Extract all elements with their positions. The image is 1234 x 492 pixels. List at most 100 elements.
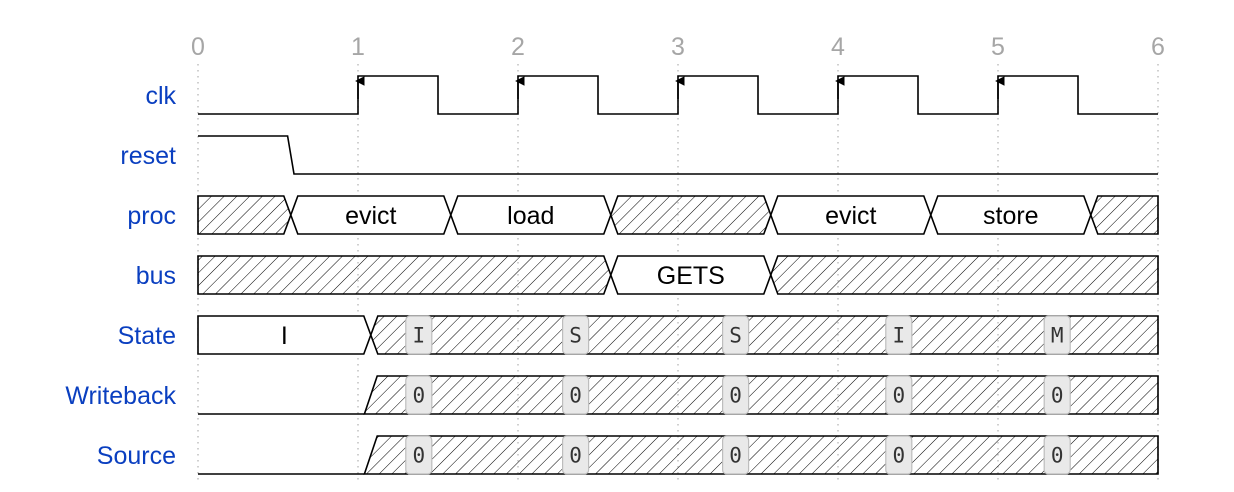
bus-segment-shape <box>449 195 612 235</box>
value-marker-text: 0 <box>1051 384 1064 408</box>
bus-segment-hatched <box>769 255 1159 295</box>
bus-segment-shape <box>289 195 452 235</box>
tick-label: 2 <box>511 33 525 61</box>
value-marker-text: 0 <box>729 384 742 408</box>
bus-segment-value: load <box>507 202 554 230</box>
bus-segment: store <box>929 195 1092 235</box>
value-marker-text: 0 <box>569 444 582 468</box>
value-marker-text: 0 <box>412 444 425 468</box>
bus-segment-hatched <box>197 195 292 235</box>
value-marker-box <box>1043 315 1071 355</box>
signal-clk <box>198 75 1158 115</box>
signal-label: proc <box>127 202 176 230</box>
value-marker: 0 <box>561 435 590 475</box>
value-marker-box <box>561 315 590 355</box>
bus-segment: evict <box>769 195 932 235</box>
value-marker-text: M <box>1051 324 1064 348</box>
value-marker: S <box>561 315 590 355</box>
value-marker-box <box>405 315 433 355</box>
signal-writeback: 0 0 0 0 0 <box>198 375 1159 415</box>
value-marker: I <box>405 315 433 355</box>
value-marker: 0 <box>1043 435 1071 475</box>
tick-label: 4 <box>831 33 845 61</box>
bus-segment-hatched <box>197 255 612 295</box>
bus-segment-value: I <box>281 322 288 350</box>
value-marker: I <box>885 315 913 355</box>
tick-label: 6 <box>1151 33 1165 61</box>
signal-source: 0 0 0 0 0 <box>198 435 1159 475</box>
signal-label: Source <box>97 442 176 470</box>
bus-segment-hatched <box>1089 195 1159 235</box>
bus-segment-shape <box>369 315 1159 355</box>
value-marker-box <box>885 315 913 355</box>
value-marker-text: S <box>569 324 582 348</box>
value-marker-text: 0 <box>729 444 742 468</box>
signal-proc: evict load evict store <box>197 195 1159 235</box>
value-marker-box <box>885 375 913 415</box>
value-marker: 0 <box>561 375 590 415</box>
bus-segment: load <box>449 195 612 235</box>
value-marker-text: 0 <box>1051 444 1064 468</box>
value-marker: 0 <box>885 435 913 475</box>
value-marker: 0 <box>721 375 750 415</box>
bus-segment: evict <box>289 195 452 235</box>
undefined-region <box>363 435 1159 475</box>
value-marker: S <box>721 315 750 355</box>
bus-segment-shape <box>197 315 372 355</box>
value-marker-box <box>721 315 750 355</box>
value-marker: 0 <box>885 375 913 415</box>
signal-reset <box>198 135 1158 175</box>
reset-waveform <box>198 135 1158 175</box>
bus-segment-shape <box>929 195 1092 235</box>
bus-segment-shape <box>1089 195 1159 235</box>
value-marker-text: 0 <box>892 384 905 408</box>
bus-segment-shape <box>609 195 772 235</box>
value-marker-box <box>561 435 590 475</box>
value-marker-text: 0 <box>412 384 425 408</box>
value-marker-box <box>721 435 750 475</box>
value-marker: 0 <box>1043 375 1071 415</box>
bus-segment-value: store <box>983 202 1039 230</box>
value-marker-box <box>721 375 750 415</box>
signal-label: clk <box>145 82 176 110</box>
value-marker: 0 <box>405 375 433 415</box>
bus-segment-hatched <box>609 195 772 235</box>
value-marker-box <box>405 375 433 415</box>
value-marker: M <box>1043 315 1071 355</box>
bus-segment: I <box>197 315 372 355</box>
tick-label: 1 <box>351 33 365 61</box>
bus-segment-shape <box>197 255 612 295</box>
bus-segment-hatched <box>369 315 1159 355</box>
undefined-region <box>363 375 1159 415</box>
value-marker-text: 0 <box>892 444 905 468</box>
bus-segment-shape <box>769 255 1159 295</box>
signal-label: bus <box>136 262 176 290</box>
value-marker-box <box>1043 375 1071 415</box>
signal-label: reset <box>120 142 176 170</box>
bus-segment-shape <box>609 255 772 295</box>
signal-label: State <box>118 322 176 350</box>
bus-segment-shape <box>197 195 292 235</box>
bus-segment-value: evict <box>825 202 876 230</box>
value-marker-text: I <box>412 324 425 348</box>
signal-bus: GETS <box>197 255 1159 295</box>
value-marker-box <box>1043 435 1071 475</box>
signal-label: Writeback <box>65 382 176 410</box>
tick-label: 0 <box>191 33 205 61</box>
value-marker-box <box>885 435 913 475</box>
tick-label: 3 <box>671 33 685 61</box>
bus-segment-value: evict <box>345 202 396 230</box>
value-marker: 0 <box>405 435 433 475</box>
value-marker-text: S <box>729 324 742 348</box>
value-marker-box <box>405 435 433 475</box>
bus-segment-shape <box>769 195 932 235</box>
value-marker-text: 0 <box>569 384 582 408</box>
value-marker-text: I <box>892 324 905 348</box>
bus-segment: GETS <box>609 255 772 295</box>
value-marker-box <box>561 375 590 415</box>
